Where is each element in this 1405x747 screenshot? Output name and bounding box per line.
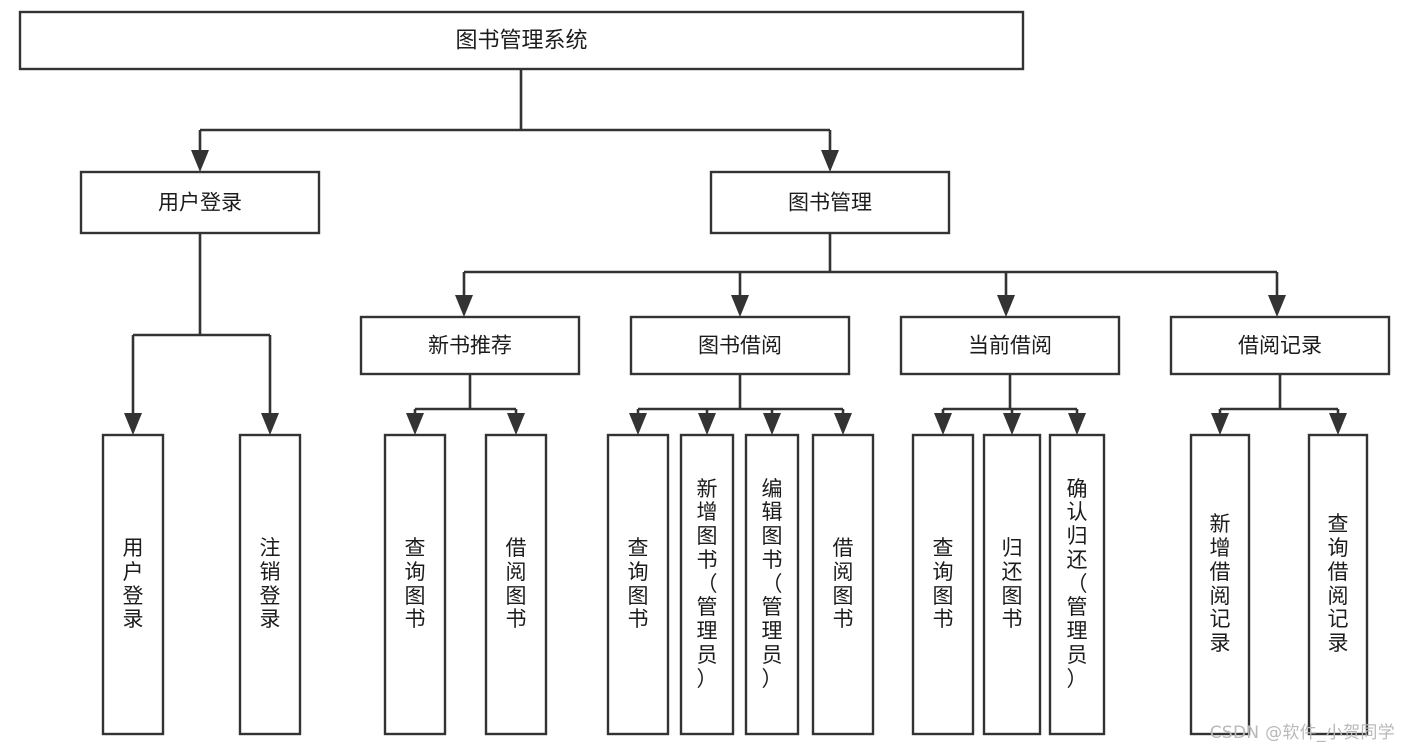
node-leaf-1[interactable] (238, 433, 302, 736)
csdn-watermark: CSDN @软件_小贺同学 (1209, 723, 1395, 743)
node-level2-label-0: 用户登录 (158, 191, 242, 215)
arrow-to-level3-2 (997, 295, 1015, 317)
node-level3-label-1: 图书借阅 (698, 334, 782, 358)
arrow-to-leaf-2-1 (698, 413, 716, 435)
node-leaf-9[interactable] (982, 433, 1042, 736)
node-leaf-11[interactable] (1189, 433, 1251, 736)
arrow-to-leaf-3-2 (1068, 413, 1086, 435)
arrow-to-leaf-1-1 (507, 413, 525, 435)
node-leaf-5[interactable] (679, 433, 735, 736)
node-root-label: 图书管理系统 (455, 29, 587, 54)
node-level2-1[interactable] (709, 170, 951, 235)
node-level2-label-1: 图书管理 (788, 191, 872, 215)
arrow-to-leaf-2-3 (834, 413, 852, 435)
arrow-to-leaf-1-0 (406, 413, 424, 435)
node-leaf-8[interactable] (911, 433, 975, 736)
node-leaf-10[interactable] (1048, 433, 1106, 736)
node-level3-label-2: 当前借阅 (968, 334, 1052, 358)
arrow-to-leaf-2-0 (629, 413, 647, 435)
arrow-to-level3-1 (731, 295, 749, 317)
node-level3-1[interactable] (629, 315, 851, 376)
node-leaf-7[interactable] (811, 433, 875, 736)
node-leaf-12[interactable] (1307, 433, 1369, 736)
arrow-to-leaf-0-1 (261, 413, 279, 435)
arrow-to-level3-3 (1268, 295, 1286, 317)
arrow-to-leaf-3-0 (934, 413, 952, 435)
node-level3-label-0: 新书推荐 (428, 334, 512, 358)
node-root[interactable] (18, 10, 1025, 71)
arrow-to-level2-0 (191, 150, 209, 172)
arrow-to-leaf-4-0 (1211, 413, 1229, 435)
node-leaf-3[interactable] (484, 433, 548, 736)
arrow-to-level3-0 (455, 295, 473, 317)
node-leaf-4[interactable] (606, 433, 670, 736)
arrow-to-level2-1 (821, 150, 839, 172)
node-level3-2[interactable] (899, 315, 1121, 376)
arrow-to-leaf-3-1 (1003, 413, 1021, 435)
node-level2-0[interactable] (79, 170, 321, 235)
arrow-to-leaf-2-2 (763, 413, 781, 435)
node-level3-3[interactable] (1169, 315, 1391, 376)
node-box-layer (18, 10, 1391, 736)
arrow-to-leaf-0-0 (124, 413, 142, 435)
node-level3-label-3: 借阅记录 (1238, 334, 1322, 358)
connector-layer (124, 69, 1347, 435)
node-leaf-0[interactable] (101, 433, 165, 736)
node-leaf-2[interactable] (383, 433, 447, 736)
arrow-to-leaf-4-1 (1329, 413, 1347, 435)
node-leaf-6[interactable] (744, 433, 800, 736)
node-level3-0[interactable] (359, 315, 581, 376)
